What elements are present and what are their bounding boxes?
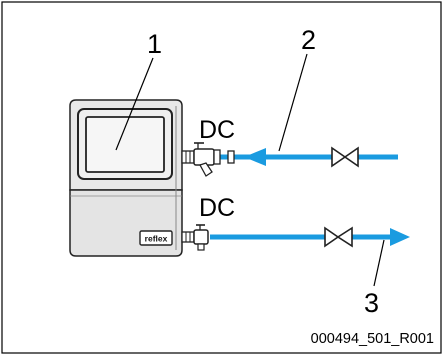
strainer-icon	[181, 142, 235, 177]
callout-1: 1	[147, 29, 162, 59]
leader-line-3	[373, 239, 385, 287]
upper-line	[181, 142, 398, 177]
leader-line-1	[115, 57, 154, 151]
leader-line-2	[278, 53, 308, 152]
callout-2: 2	[301, 25, 316, 55]
dc-label-lower: DC	[199, 194, 235, 222]
gate-valve-icon	[331, 146, 359, 168]
reflex-device: reflex	[69, 99, 183, 257]
flow-arrow-out-icon	[390, 228, 410, 246]
brand-plate	[139, 230, 173, 246]
gate-valve-icon	[324, 226, 353, 248]
figure-reference: 000494_501_R001	[311, 331, 434, 347]
display-screen	[85, 116, 165, 173]
callout-3: 3	[364, 288, 379, 318]
ball-valve-icon	[181, 224, 209, 251]
lower-line	[181, 224, 410, 251]
flow-arrow-in-icon	[244, 148, 266, 166]
brand-logo: reflex	[145, 234, 168, 244]
device-lower-housing	[69, 189, 183, 257]
dc-label-upper: DC	[199, 116, 235, 144]
